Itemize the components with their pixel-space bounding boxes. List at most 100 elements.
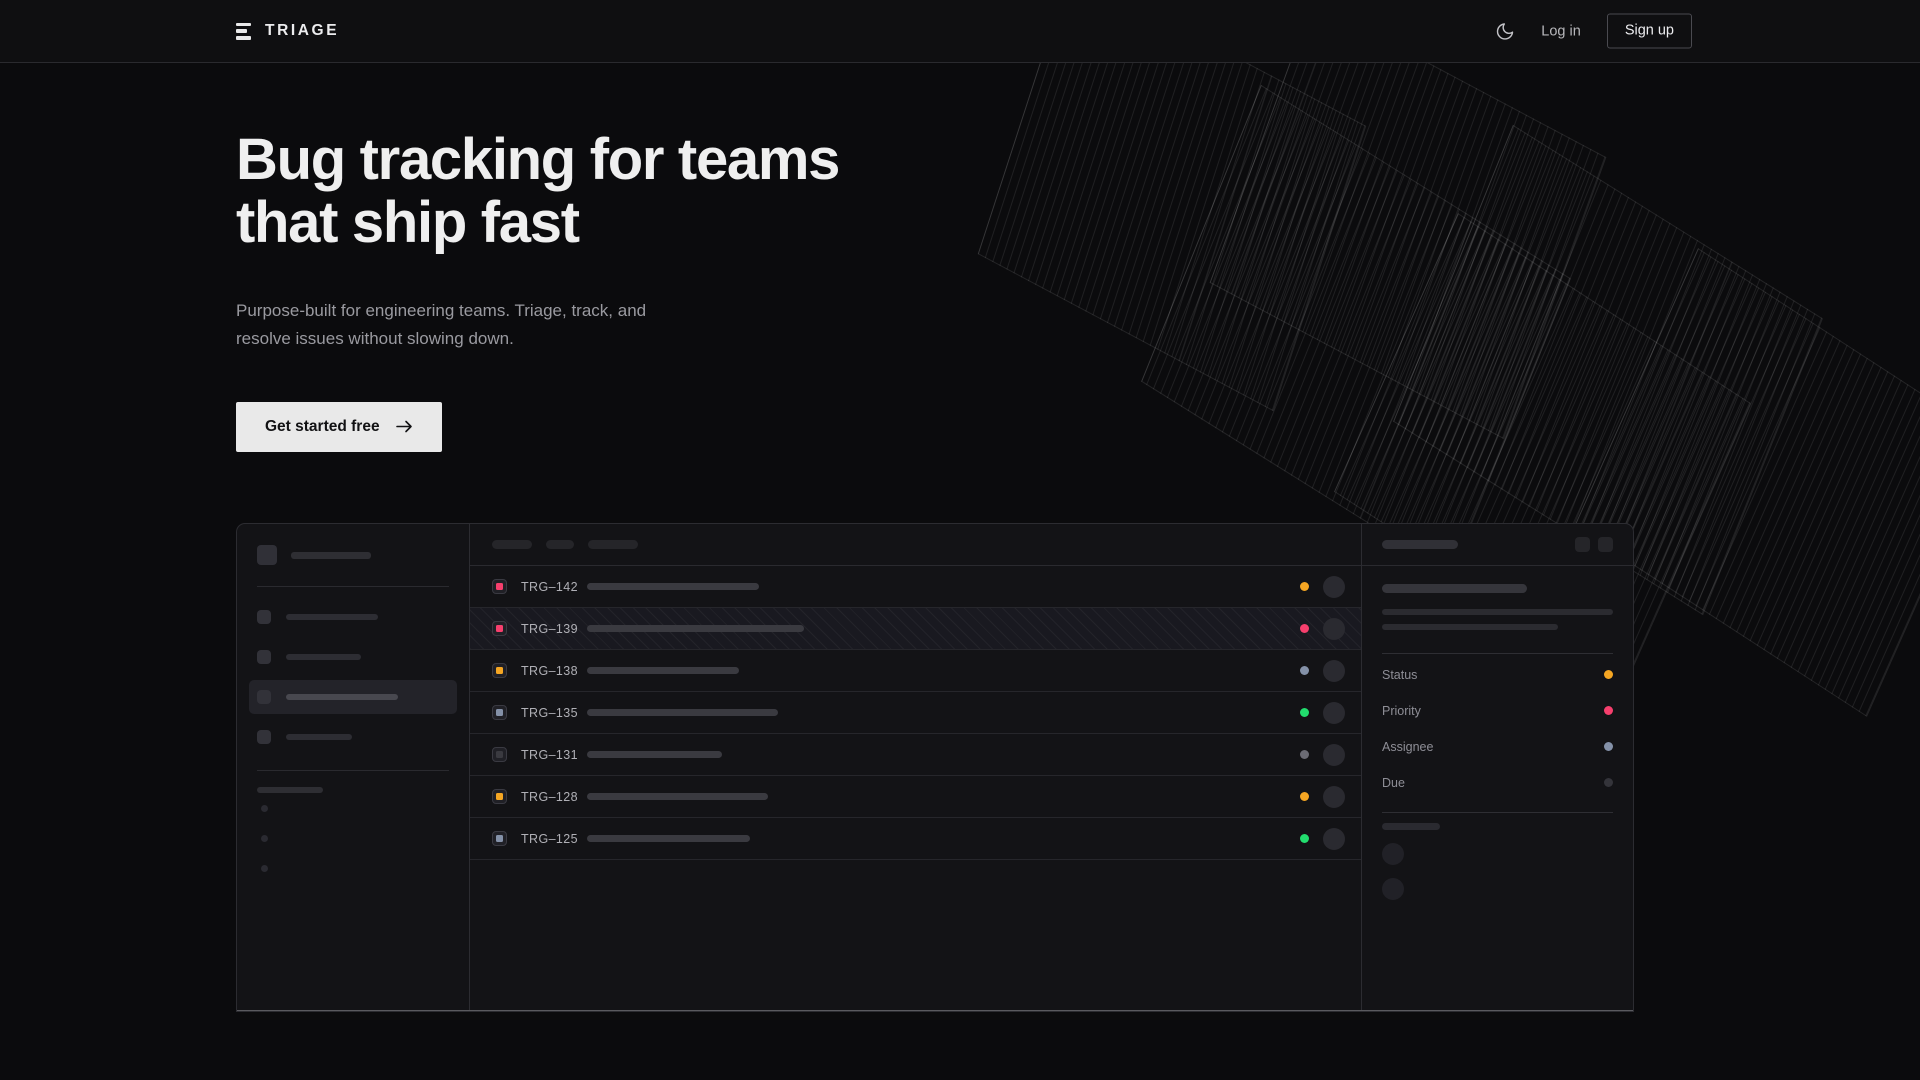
table-row[interactable]: TRG–125: [470, 818, 1361, 860]
status-badge[interactable]: [1300, 582, 1309, 591]
sidebar-item-2[interactable]: [249, 680, 457, 714]
priority-indicator[interactable]: [492, 579, 507, 594]
avatar[interactable]: [1323, 701, 1345, 724]
brand-logo[interactable]: TRIAGE: [236, 22, 339, 40]
sidebar-sub-dot-icon: [261, 834, 268, 842]
sidebar-item-icon: [257, 650, 271, 664]
sidebar-item-label: [286, 614, 378, 620]
mock-sidebar-brand: [257, 524, 449, 586]
table-row[interactable]: TRG–139: [470, 608, 1361, 650]
sidebar-item-label: [286, 694, 398, 700]
detail-text-line: [1382, 609, 1613, 615]
table-row[interactable]: TRG–142: [470, 566, 1361, 608]
detail-meta-value-dot: [1604, 778, 1613, 787]
row-meta: [1300, 701, 1345, 724]
status-badge[interactable]: [1300, 834, 1309, 843]
brand-name: TRIAGE: [265, 22, 340, 39]
sidebar-item-3[interactable]: [249, 720, 457, 754]
detail-meta-priority[interactable]: Priority: [1362, 695, 1633, 726]
detail-action-button[interactable]: [1575, 537, 1590, 552]
issue-id: TRG–139: [521, 621, 578, 636]
avatar[interactable]: [1323, 827, 1345, 850]
priority-indicator[interactable]: [492, 705, 507, 720]
row-meta: [1300, 575, 1345, 598]
row-meta: [1300, 743, 1345, 766]
detail-meta-label: Due: [1382, 775, 1405, 790]
issue-id: TRG–128: [521, 789, 578, 804]
issue-id: TRG–138: [521, 663, 578, 678]
list-filter-chip-0[interactable]: [492, 540, 532, 549]
list-filter-chip-2[interactable]: [588, 540, 638, 549]
status-badge[interactable]: [1300, 792, 1309, 801]
issue-id: TRG–135: [521, 705, 578, 720]
get-started-button[interactable]: Get started free: [236, 401, 442, 452]
priority-indicator[interactable]: [492, 747, 507, 762]
sidebar-sub-item-2[interactable]: [257, 853, 449, 883]
login-link[interactable]: Log in: [1541, 23, 1581, 39]
list-filter-chip-1[interactable]: [546, 540, 574, 549]
avatar[interactable]: [1323, 659, 1345, 682]
issue-title-placeholder: [587, 835, 750, 842]
issue-title-placeholder: [587, 793, 768, 800]
table-row[interactable]: TRG–131: [470, 734, 1361, 776]
status-badge[interactable]: [1300, 708, 1309, 717]
detail-meta-label: Assignee: [1382, 739, 1434, 754]
sidebar-item-icon: [257, 610, 271, 624]
stacked-bars-icon: [236, 22, 251, 40]
sidebar-item-icon: [257, 690, 271, 704]
issue-id: TRG–131: [521, 747, 578, 762]
issue-title-placeholder: [587, 583, 759, 590]
sidebar-item-0[interactable]: [249, 600, 457, 634]
detail-meta-value-dot: [1604, 670, 1613, 679]
priority-indicator[interactable]: [492, 663, 507, 678]
status-badge[interactable]: [1300, 624, 1309, 633]
detail-meta-status[interactable]: Status: [1362, 659, 1633, 690]
detail-meta-assignee[interactable]: Assignee: [1362, 731, 1633, 762]
detail-divider: [1382, 812, 1613, 813]
table-row[interactable]: TRG–135: [470, 692, 1361, 734]
detail-text-line: [1382, 624, 1558, 630]
row-meta: [1300, 785, 1345, 808]
issue-id: TRG–142: [521, 579, 578, 594]
sidebar-sub-item-1[interactable]: [257, 823, 449, 853]
sidebar-item-1[interactable]: [249, 640, 457, 674]
sidebar-item-icon: [257, 730, 271, 744]
site-header: TRIAGE Log in Sign up: [0, 0, 1920, 63]
priority-indicator[interactable]: [492, 621, 507, 636]
signup-button[interactable]: Sign up: [1606, 13, 1692, 49]
hero-section: Bug tracking for teams that ship fast Pu…: [236, 128, 996, 452]
detail-header-buttons: [1575, 537, 1613, 552]
table-row[interactable]: TRG–128: [470, 776, 1361, 818]
status-badge[interactable]: [1300, 750, 1309, 759]
priority-indicator[interactable]: [492, 789, 507, 804]
sidebar-section-label: [257, 787, 323, 793]
issue-title-placeholder: [587, 667, 739, 674]
avatar[interactable]: [1382, 843, 1404, 865]
table-row[interactable]: TRG–138: [470, 650, 1361, 692]
sidebar-section: [257, 771, 449, 883]
detail-meta-label: Status: [1382, 667, 1418, 682]
sidebar-nav: [249, 587, 457, 770]
priority-indicator[interactable]: [492, 831, 507, 846]
detail-meta-label: Priority: [1382, 703, 1421, 718]
detail-meta-due[interactable]: Due: [1362, 767, 1633, 798]
row-meta: [1300, 617, 1345, 640]
avatar[interactable]: [1382, 878, 1404, 900]
avatar[interactable]: [1323, 617, 1345, 640]
detail-title-placeholder: [1382, 540, 1458, 549]
sidebar-sub-dot-icon: [261, 804, 268, 812]
status-badge[interactable]: [1300, 666, 1309, 675]
avatar[interactable]: [1323, 743, 1345, 766]
hero-subhead: Purpose-built for engineering teams. Tri…: [236, 301, 647, 349]
avatar[interactable]: [1323, 575, 1345, 598]
detail-action-button[interactable]: [1598, 537, 1613, 552]
issue-id: TRG–125: [521, 831, 578, 846]
moon-icon[interactable]: [1495, 21, 1515, 41]
sidebar-divider: [257, 586, 449, 587]
app-name-placeholder: [291, 551, 371, 559]
sidebar-sub-item-0[interactable]: [257, 793, 449, 823]
avatar[interactable]: [1323, 785, 1345, 808]
